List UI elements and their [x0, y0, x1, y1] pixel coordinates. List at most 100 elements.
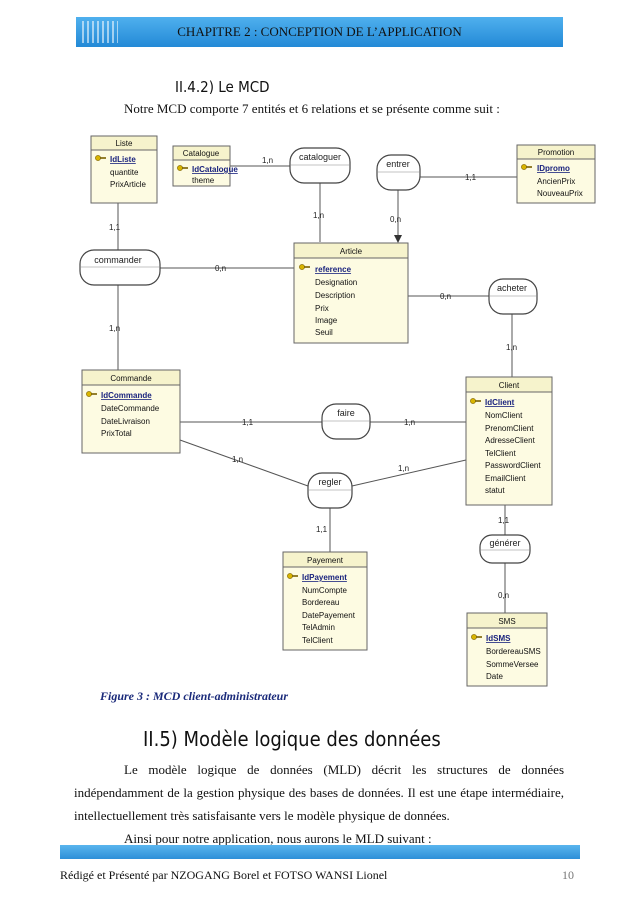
chapter-header-bar: CHAPITRE 2 : CONCEPTION DE L’APPLICATION: [76, 17, 563, 47]
svg-text:regler: regler: [318, 477, 341, 487]
svg-text:IdCommande: IdCommande: [101, 391, 152, 400]
figure-caption: Figure 3 : MCD client-administrateur: [100, 689, 289, 703]
svg-text:DateCommande: DateCommande: [101, 404, 160, 413]
relation-faire: faire: [321, 403, 371, 440]
svg-text:theme: theme: [192, 176, 215, 185]
svg-text:Commande: Commande: [110, 374, 152, 383]
svg-text:IDpromo: IDpromo: [537, 164, 570, 173]
svg-text:AncienPrix: AncienPrix: [537, 177, 575, 186]
relation-entrer: entrer: [376, 154, 421, 191]
card-acheter-article: 0,n: [440, 292, 451, 301]
svg-text:DateLivraison: DateLivraison: [101, 417, 150, 426]
svg-text:NouveauPrix: NouveauPrix: [537, 189, 583, 198]
card-entrer-article: 0,n: [390, 215, 401, 224]
relation-regler: regler: [307, 472, 353, 509]
entity-client: Client IdClient NomClient PrenomClient A…: [469, 381, 541, 495]
svg-text:Client: Client: [499, 381, 520, 390]
relation-commander: commander: [79, 249, 161, 286]
svg-text:IdCatalogue: IdCatalogue: [192, 165, 238, 174]
svg-text:NumCompte: NumCompte: [302, 586, 347, 595]
svg-text:Payement: Payement: [307, 556, 344, 565]
mld-paragraph-line-3: intellectuellement très satisfaisante ve…: [74, 808, 450, 823]
page-number: 10: [562, 868, 574, 882]
svg-text:Designation: Designation: [315, 278, 357, 287]
entity-liste: Liste IdListe quantite PrixArticle: [94, 139, 147, 189]
svg-text:DatePayement: DatePayement: [302, 611, 356, 620]
card-cataloguer-article: 1,n: [313, 211, 324, 220]
svg-text:Seuil: Seuil: [315, 328, 333, 337]
svg-text:Catalogue: Catalogue: [183, 149, 220, 158]
svg-text:PrixTotal: PrixTotal: [101, 429, 132, 438]
svg-text:faire: faire: [337, 408, 355, 418]
card-commander-article: 0,n: [215, 264, 226, 273]
relation-generer: générer: [479, 534, 531, 564]
relation-acheter: acheter: [488, 278, 538, 315]
relation-cataloguer: cataloguer: [289, 147, 351, 184]
svg-text:acheter: acheter: [497, 283, 527, 293]
svg-text:NomClient: NomClient: [485, 411, 523, 420]
connection-lines: [117, 165, 517, 613]
card-commande-faire: 1,1: [242, 418, 254, 427]
card-commander-commande: 1,n: [109, 324, 120, 333]
svg-text:cataloguer: cataloguer: [299, 152, 341, 162]
relations: cataloguer entrer commander acheter fair…: [79, 147, 538, 564]
svg-text:statut: statut: [485, 486, 505, 495]
svg-text:Article: Article: [340, 247, 363, 256]
entity-article: Article reference Designation Descriptio…: [298, 247, 363, 337]
card-regler-payement: 1,1: [316, 525, 328, 534]
svg-text:IdPayement: IdPayement: [302, 573, 347, 582]
svg-text:IdSMS: IdSMS: [486, 634, 511, 643]
card-commande-regler: 1,n: [232, 455, 243, 464]
entity-promotion: Promotion IDpromo AncienPrix NouveauPrix: [520, 148, 583, 198]
footer-bar: [60, 845, 580, 859]
entity-payement: Payement IdPayement NumCompte Bordereau …: [286, 556, 356, 645]
section-heading-mcd: II.4.2) Le MCD: [175, 78, 270, 96]
svg-text:Description: Description: [315, 291, 355, 300]
mcd-intro-text: Notre MCD comporte 7 entités et 6 relati…: [124, 101, 500, 116]
footer-authors: Rédigé et Présenté par NZOGANG Borel et …: [60, 868, 388, 882]
svg-text:IdListe: IdListe: [110, 155, 136, 164]
card-liste-commander: 1,1: [109, 223, 121, 232]
section-heading-mld: II.5) Modèle logique des données: [143, 727, 441, 751]
card-client-generer: 1,1: [498, 516, 510, 525]
mld-paragraph-2: Ainsi pour notre application, nous auron…: [124, 831, 432, 846]
svg-text:PrixArticle: PrixArticle: [110, 180, 147, 189]
svg-text:quantite: quantite: [110, 168, 139, 177]
svg-text:Date: Date: [486, 672, 503, 681]
header-stripes-decoration: [82, 21, 118, 43]
cardinality-labels: 1,n 1,n 1,1 0,n 1,1 0,n 1,n 0,n 1,n 1,1 …: [109, 156, 517, 600]
svg-text:PrenomClient: PrenomClient: [485, 424, 534, 433]
svg-text:Liste: Liste: [116, 139, 133, 148]
entity-shells: [81, 135, 596, 687]
card-faire-client: 1,n: [404, 418, 415, 427]
svg-text:SMS: SMS: [498, 617, 515, 626]
card-acheter-client: 1,n: [506, 343, 517, 352]
svg-text:IdClient: IdClient: [485, 398, 515, 407]
mld-paragraph-line-2: indépendamment de la gestion physique de…: [74, 785, 564, 800]
svg-text:commander: commander: [94, 255, 142, 265]
svg-text:Prix: Prix: [315, 304, 329, 313]
svg-text:Promotion: Promotion: [538, 148, 574, 157]
svg-text:TelClient: TelClient: [302, 636, 333, 645]
mld-paragraph-line-1: Le modèle logique de données (MLD) décri…: [124, 762, 564, 777]
svg-text:TelClient: TelClient: [485, 449, 516, 458]
svg-text:générer: générer: [489, 538, 520, 548]
svg-text:EmailClient: EmailClient: [485, 474, 526, 483]
svg-text:BordereauSMS: BordereauSMS: [486, 647, 541, 656]
svg-text:SommeVersee: SommeVersee: [486, 660, 539, 669]
svg-text:Bordereau: Bordereau: [302, 598, 339, 607]
chapter-title: CHAPITRE 2 : CONCEPTION DE L’APPLICATION: [177, 24, 462, 39]
card-regler-client: 1,n: [398, 464, 409, 473]
card-catalogue-cataloguer: 1,n: [262, 156, 273, 165]
card-generer-sms: 0,n: [498, 591, 509, 600]
entity-catalogue: Catalogue IdCatalogue theme: [176, 149, 238, 185]
svg-text:reference: reference: [315, 265, 352, 274]
entity-sms: SMS IdSMS BordereauSMS SommeVersee Date: [470, 617, 541, 681]
svg-text:PasswordClient: PasswordClient: [485, 461, 541, 470]
entity-commande: Commande IdCommande DateCommande DateLiv…: [85, 374, 160, 438]
svg-text:TelAdmin: TelAdmin: [302, 623, 335, 632]
svg-text:Image: Image: [315, 316, 338, 325]
card-entrer-promotion: 1,1: [465, 173, 477, 182]
svg-text:AdresseClient: AdresseClient: [485, 436, 536, 445]
